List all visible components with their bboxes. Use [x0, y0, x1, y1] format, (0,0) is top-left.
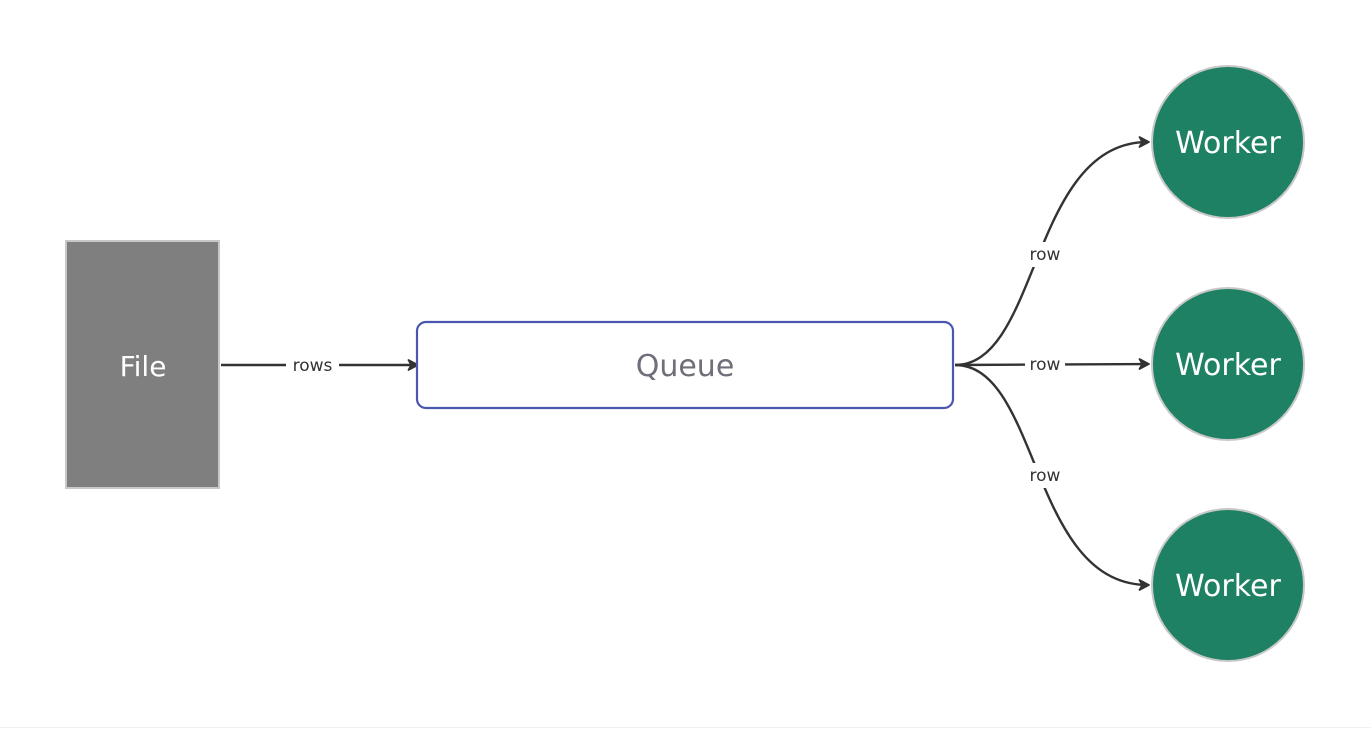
edge-queue-to-worker-2: row: [954, 352, 1150, 377]
worker-circle: [1151, 65, 1305, 219]
edge-label-bg: [1025, 463, 1065, 488]
worker-label: Worker: [1175, 348, 1281, 383]
edge-label-bg: [1025, 352, 1065, 377]
worker-node-2[interactable]: Worker: [1151, 287, 1305, 441]
queue-label: Queue: [636, 349, 735, 384]
worker-circle: [1151, 287, 1305, 441]
edge-label-bg: [286, 352, 339, 378]
edge-label-row: row: [1030, 355, 1061, 375]
worker-node-1[interactable]: Worker: [1151, 65, 1305, 219]
edge-file-to-queue: rows: [221, 352, 419, 378]
worker-label: Worker: [1175, 126, 1281, 161]
worker-circle: [1151, 508, 1305, 662]
edge-queue-to-worker-1: row: [954, 136, 1150, 367]
file-label: File: [120, 350, 167, 383]
queue-node[interactable]: Queue: [415, 320, 955, 410]
edge-label-row: row: [1030, 245, 1061, 265]
file-box: [65, 240, 220, 489]
worker-label: Worker: [1175, 569, 1281, 604]
edge-queue-to-worker-3: row: [954, 363, 1150, 591]
queue-box: [415, 320, 955, 410]
edge-label-bg: [1025, 242, 1065, 267]
file-node[interactable]: File: [65, 240, 220, 489]
worker-node-3[interactable]: Worker: [1151, 508, 1305, 662]
edge-label-rows: rows: [293, 356, 333, 376]
edge-label-row: row: [1030, 466, 1061, 486]
